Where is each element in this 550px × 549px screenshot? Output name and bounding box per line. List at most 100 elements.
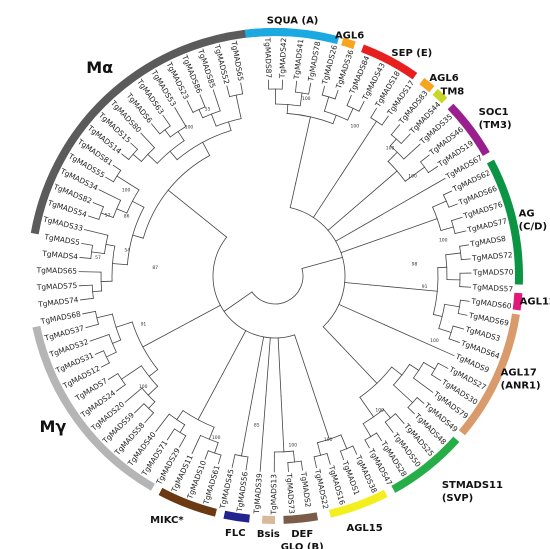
- tree-branch: [390, 124, 401, 136]
- leaf-label: TgMADS41: [292, 38, 306, 80]
- tree-branch: [287, 462, 289, 472]
- tree-connector: [335, 240, 342, 254]
- bootstrap-value: 100: [122, 188, 131, 194]
- tree-branch: [427, 165, 439, 174]
- tree-branch: [112, 164, 122, 171]
- tree-branch: [289, 182, 297, 209]
- tree-branch: [112, 263, 128, 266]
- tree-branch: [326, 453, 331, 465]
- tree-branch: [334, 89, 339, 100]
- tree-branch: [100, 362, 110, 368]
- tree-branch: [321, 85, 325, 96]
- tree-branch: [387, 151, 398, 163]
- clade-label: STMADS11: [442, 480, 503, 491]
- bootstrap-value: 55: [205, 107, 211, 113]
- tree-branch: [308, 82, 312, 95]
- tree-branch: [459, 299, 470, 302]
- leaf-label: TgMADS69: [467, 311, 510, 328]
- tree-branch: [79, 257, 92, 259]
- tree-branch: [162, 114, 171, 127]
- tree-branch: [115, 321, 133, 328]
- tree-branch: [346, 94, 352, 107]
- tree-branch: [369, 284, 438, 292]
- tree-branch: [147, 153, 158, 164]
- tree-branch: [384, 324, 455, 357]
- clade-label: AGL6: [429, 73, 458, 84]
- tree-branch: [82, 310, 96, 315]
- tree-branch: [423, 361, 436, 370]
- leaf-label: TgMADS5: [43, 232, 81, 247]
- tree-branch: [432, 200, 447, 208]
- tree-branch: [339, 344, 378, 384]
- tree-branch: [376, 432, 383, 442]
- tree-branch: [98, 189, 122, 201]
- bootstrap-value: 52: [105, 213, 111, 219]
- tree-branch: [226, 85, 231, 98]
- tree-connector: [212, 236, 228, 306]
- leaf-label: TgMADS78: [306, 40, 322, 83]
- clade-arc-agl17: [458, 313, 520, 436]
- tree-branch: [339, 450, 345, 461]
- tree-branch: [452, 325, 465, 330]
- tree-branch: [459, 244, 469, 247]
- leaf-label: TgMADS8: [469, 234, 507, 249]
- clade-arc-squa: [244, 28, 340, 45]
- tree-branch: [409, 363, 420, 371]
- tree-branch: [340, 434, 348, 450]
- tree-branch: [432, 313, 443, 318]
- bootstrap-value: 100: [408, 174, 417, 180]
- tree-connector: [327, 229, 337, 242]
- leaf-label: TgMADS13: [269, 474, 278, 516]
- tree-branch: [115, 384, 126, 392]
- leaf-label: TgMADS73: [285, 472, 297, 514]
- tree-branch: [174, 107, 187, 128]
- tree-branch: [459, 286, 472, 288]
- tree-branch: [120, 365, 142, 380]
- bootstrap-value: 100: [324, 437, 333, 443]
- tree-branch: [352, 445, 358, 455]
- tree-branch: [144, 412, 155, 424]
- clade-arc-agl6b: [419, 77, 435, 93]
- tree-branch: [241, 393, 254, 457]
- tree-connector: [312, 216, 329, 231]
- bootstrap-value: 100: [288, 443, 297, 449]
- tree-branch: [235, 94, 242, 120]
- clade-arcs: [30, 27, 523, 525]
- tree-connector: [219, 304, 247, 332]
- tree-branch: [407, 406, 415, 415]
- leaf-label: TgMADS65: [229, 39, 245, 82]
- clade-label: SOC1: [479, 107, 509, 118]
- tree-branch: [148, 401, 156, 409]
- tree-branch: [440, 226, 454, 231]
- tree-branch: [265, 337, 271, 397]
- tree-branch: [359, 396, 375, 418]
- tree-branch: [312, 389, 330, 440]
- tree-branch: [186, 100, 194, 113]
- leaf-label: TgMADS68: [39, 309, 82, 326]
- bootstrap-value: 86: [124, 214, 130, 220]
- tree-branch: [277, 337, 282, 397]
- clade-label: (SVP): [442, 493, 473, 504]
- bootstrap-value: 98: [412, 261, 418, 267]
- tree-branch: [78, 271, 102, 273]
- clade-arc-agl6a: [341, 37, 356, 50]
- clade-label: Mα: [86, 58, 113, 77]
- tree-branch: [457, 312, 468, 316]
- leaf-label: TgMADS77: [466, 216, 509, 234]
- tree-branch: [124, 387, 143, 403]
- clade-arc-mikc-: [158, 487, 217, 517]
- tree-branch: [111, 339, 122, 344]
- leaf-label: TgMADS39: [252, 473, 264, 515]
- tree-branch: [169, 150, 178, 161]
- clade-label: (ANR1): [501, 380, 541, 391]
- clade-label: AGL12: [520, 297, 550, 308]
- tree-branch: [167, 189, 202, 218]
- tree-branch: [130, 142, 139, 150]
- tree-branch: [116, 208, 128, 214]
- clade-arc-sep: [360, 44, 418, 80]
- clade-arc-m-: [32, 325, 156, 491]
- bootstrap-value: 85: [254, 422, 260, 428]
- tree-edges: [78, 79, 472, 473]
- tree-branch: [292, 450, 295, 463]
